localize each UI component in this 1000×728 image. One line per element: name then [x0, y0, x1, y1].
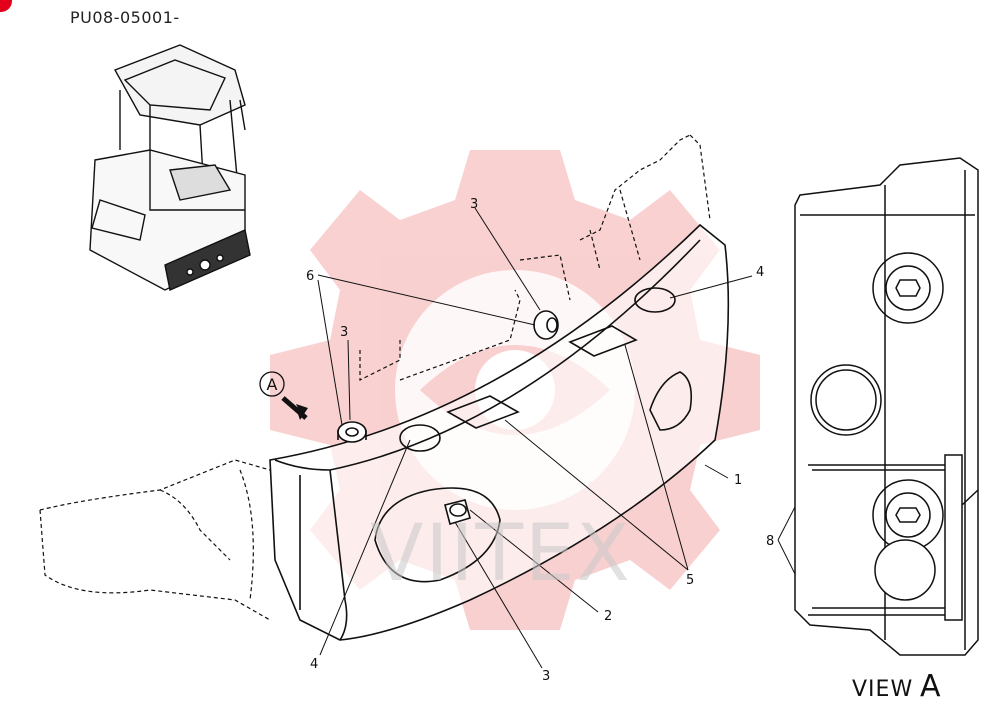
- diagram-code: PU08-05001-: [70, 8, 180, 27]
- view-letter: A: [920, 669, 941, 704]
- callout-4-bottom: 4: [310, 657, 318, 672]
- machine-frame-outline: [39, 134, 711, 621]
- callout-3-top: 3: [470, 197, 478, 212]
- bolt-lower: [444, 499, 471, 526]
- counterweight: [269, 223, 730, 641]
- leader-lines: [317, 207, 816, 669]
- bolt-left: [337, 421, 367, 443]
- callout-2: 2: [604, 609, 612, 624]
- callout-6: 6: [306, 269, 314, 284]
- callout-1: 1: [734, 473, 742, 488]
- callout-3-left: 3: [340, 325, 348, 340]
- bolt-center: [533, 310, 559, 340]
- callout-3-bottom: 3: [542, 669, 550, 684]
- callout-4-right: 4: [756, 265, 764, 280]
- excavator-thumbnail: [89, 44, 251, 291]
- watermark-text: VIITEX: [370, 509, 632, 599]
- view-word: VIEW: [852, 677, 913, 702]
- callout-5: 5: [686, 573, 694, 588]
- view-a-detail: [794, 157, 979, 656]
- arrow-view-letter: A: [267, 375, 278, 394]
- view-arrow: [259, 371, 308, 420]
- callout-8: 8: [766, 534, 774, 549]
